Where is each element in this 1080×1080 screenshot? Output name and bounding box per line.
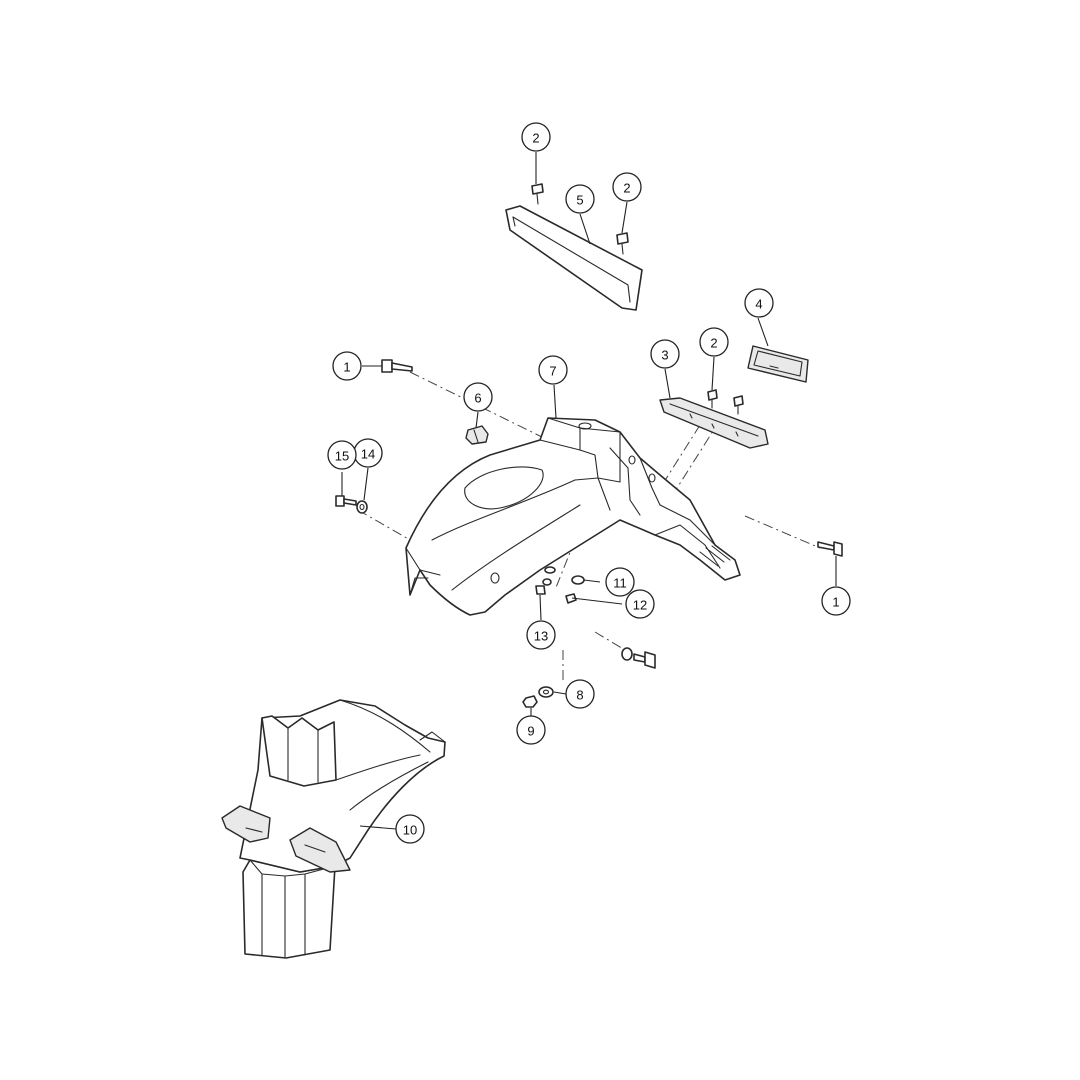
callout-label: 8 [576,688,583,703]
callout-1-right: 1 [821,586,851,616]
callout-label: 9 [527,724,534,739]
bolt-left [381,359,413,373]
license-plate-part [505,205,643,311]
callout-label: 2 [532,131,539,146]
callout-2-top: 2 [521,122,551,152]
callout-label: 6 [474,391,481,406]
callout-label: 3 [661,348,668,363]
callout-5: 5 [565,184,595,214]
callout-label: 15 [335,449,349,464]
washer-14 [356,500,368,514]
callout-2-plate: 2 [612,172,642,202]
callout-label: 2 [623,181,630,196]
washer-8 [538,686,554,698]
callout-15: 15 [327,440,357,470]
nut-13 [535,585,546,595]
callout-7: 7 [538,355,568,385]
callout-13: 13 [526,620,556,650]
clip-part [465,425,489,445]
plate-bracket-part [659,397,769,449]
bolt-15 [335,495,357,507]
callout-8: 8 [565,679,595,709]
bolt-lower-right [621,647,656,669]
callout-label: 5 [576,193,583,208]
callout-label: 14 [361,447,375,462]
plate-screw-left [531,183,544,205]
callout-9: 9 [516,715,546,745]
callout-label: 12 [633,598,647,613]
callout-label: 7 [549,364,556,379]
callout-10: 10 [395,814,425,844]
callout-label: 1 [832,595,839,610]
bracket-screw-left [707,389,718,409]
callout-4: 4 [744,288,774,318]
nut-9 [522,695,538,708]
callout-6: 6 [463,382,493,412]
rear-fender-part [405,417,741,616]
callout-label: 1 [343,360,350,375]
callout-label: 13 [534,629,548,644]
bracket-screw-right [733,395,744,415]
bolt-right [817,541,843,557]
leader-lines [341,152,837,830]
callout-label: 10 [403,823,417,838]
washer-11 [571,575,585,585]
reflector-part [747,345,809,383]
callout-3: 3 [650,339,680,369]
callout-2-bracket: 2 [699,327,729,357]
callout-label: 2 [710,336,717,351]
callout-11: 11 [605,567,635,597]
inner-mudguard-part [221,699,446,959]
nut-12 [565,593,577,604]
callout-12: 12 [625,589,655,619]
washer-stack-left [542,566,556,586]
callout-1-left: 1 [332,351,362,381]
callout-label: 11 [613,576,627,591]
callout-14: 14 [353,438,383,468]
plate-screw-right [616,232,629,255]
callout-label: 4 [755,297,762,312]
